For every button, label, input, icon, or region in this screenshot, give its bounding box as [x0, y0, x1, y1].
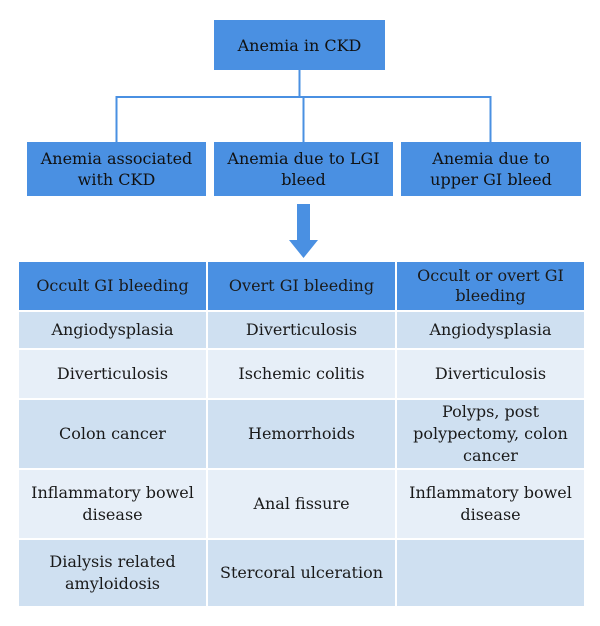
root-node: Anemia in CKD [214, 20, 385, 70]
table-cell: Dialysis related amyloidosis [19, 538, 206, 606]
column-header: Occult or overt GI bleeding [397, 262, 584, 310]
table-cell: Colon cancer [19, 398, 206, 468]
table-cell: Diverticulosis [208, 310, 395, 348]
table-cell: Anal fissure [208, 468, 395, 538]
column-header: Occult GI bleeding [19, 262, 206, 310]
table-cell: Diverticulosis [19, 348, 206, 398]
table-cell [397, 538, 584, 606]
table-cell: Angiodysplasia [397, 310, 584, 348]
down-arrow-icon [289, 204, 318, 258]
category-lgi-bleed: Anemia due to LGI bleed [214, 142, 393, 196]
table-cell: Polyps, post polypectomy, colon cancer [397, 398, 584, 468]
table-cell: Angiodysplasia [19, 310, 206, 348]
table-cell: Hemorrhoids [208, 398, 395, 468]
table-cell: Ischemic colitis [208, 348, 395, 398]
table-cell: Stercoral ulceration [208, 538, 395, 606]
table-cell: Inflammatory bowel disease [397, 468, 584, 538]
bleeding-table: Occult GI bleeding Overt GI bleeding Occ… [19, 262, 584, 606]
table-cell: Inflammatory bowel disease [19, 468, 206, 538]
table-cell: Diverticulosis [397, 348, 584, 398]
category-upper-gi-bleed: Anemia due to upper GI bleed [401, 142, 581, 196]
column-header: Overt GI bleeding [208, 262, 395, 310]
category-associated-ckd: Anemia associated with CKD [27, 142, 206, 196]
